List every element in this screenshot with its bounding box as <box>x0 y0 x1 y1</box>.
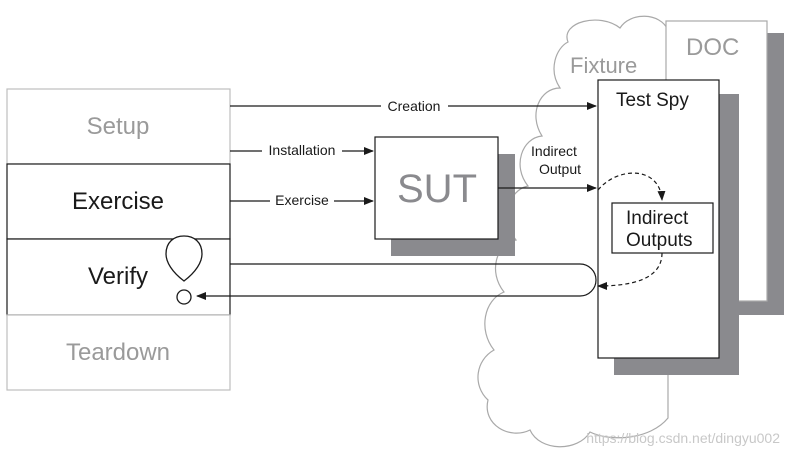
creation-arrow: Creation <box>230 98 597 114</box>
installation-arrow: Installation <box>230 142 374 158</box>
dashed-arrow-into-outputs <box>597 172 666 201</box>
exercise-arrow: Exercise <box>230 192 374 208</box>
indirect-output-arrow: Indirect Output <box>498 143 597 192</box>
indirect-outputs-box <box>611 202 714 254</box>
watermark: https://blog.csdn.net/dingyu002 <box>586 430 780 446</box>
indirect-outputs-label-line1: Indirect <box>626 208 689 229</box>
verify-label: Verify <box>88 263 148 290</box>
doc-label: DOC <box>686 34 739 61</box>
sut-box <box>374 136 499 240</box>
setup-label: Setup <box>87 113 150 140</box>
creation-label: Creation <box>388 98 441 114</box>
sut-label: SUT <box>397 167 477 211</box>
test-spy-label: Test Spy <box>616 90 689 111</box>
exercise-arrow-label: Exercise <box>275 192 329 208</box>
fixture-label: Fixture <box>570 53 637 78</box>
indirect-outputs-label-line2: Outputs <box>626 230 693 251</box>
setup-phase-box <box>6 88 231 165</box>
installation-label: Installation <box>269 142 336 158</box>
dashed-arrow-from-outputs <box>597 252 663 290</box>
lightbulb-icon <box>165 235 203 305</box>
teardown-phase-box <box>6 314 231 391</box>
indirect-output-label-line1: Indirect <box>531 143 577 159</box>
exercise-label: Exercise <box>72 188 164 215</box>
verify-retrieval-loop <box>196 263 597 300</box>
indirect-output-label-line2: Output <box>539 161 581 177</box>
teardown-label: Teardown <box>66 339 170 366</box>
